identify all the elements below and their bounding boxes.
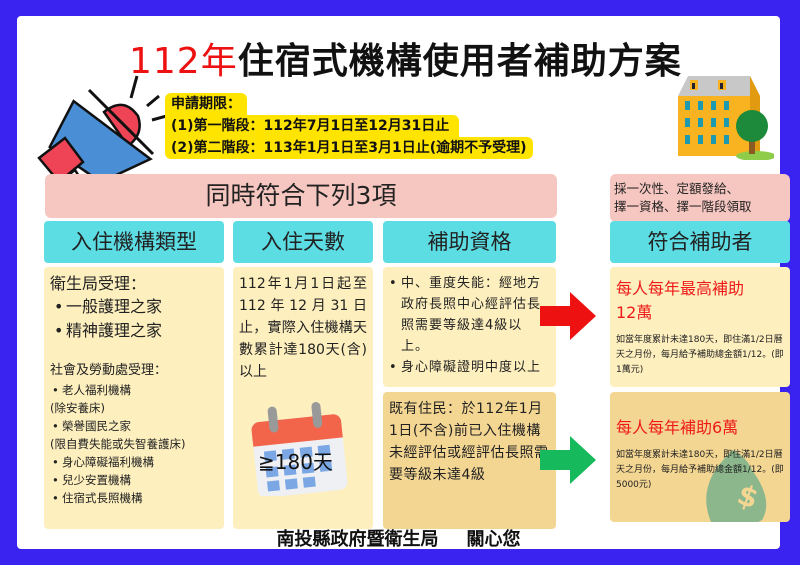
social-dept-label: 社會及勞動處受理： [50, 363, 168, 378]
requirements-banner: 同時符合下列3項 [45, 174, 557, 218]
list-item: 中、重度失能：經地方政府長照中心經評估長照需要等級達4級以上。 [389, 273, 550, 357]
list-item: 身心障礙證明中度以上 [389, 357, 550, 378]
period-phase1: (1)第一階段：112年7月1日至12月31日止 [165, 115, 460, 137]
tier2-detail: 如當年度累計未達180天，即住滿1/2日曆天之月份，每月給予補助總金額1/12。… [616, 450, 784, 490]
calendar-label: ≧180天 [258, 450, 333, 474]
payment-note: 採一次性、定額發給、 擇一資格、擇一階段領取 [610, 174, 790, 222]
list-item: 住宿式長照機構 [50, 489, 218, 507]
days-text: 112年1月1日起至112年12月31日止，實際入住機構天數累計達180天(含)… [239, 276, 367, 380]
note-line2: 擇一資格、擇一階段領取 [614, 199, 752, 214]
institution-type-panel: 衛生局受理： 一般護理之家 精神護理之家 社會及勞動處受理： 老人福利機構 (除… [44, 267, 224, 529]
existing-resident-text: 既有住民：於112年1月1日(不含)前已入住機構未經評估或經評估長照需要等級未達… [389, 401, 549, 483]
title-text: 住宿式機構使用者補助方案 [237, 41, 682, 82]
footer-message: 關心您 [466, 529, 521, 550]
title-year: 112年 [129, 41, 238, 82]
existing-resident-panel: 既有住民：於112年1月1日(不含)前已入住機構未經評估或經評估長照需要等級未達… [383, 392, 556, 529]
footer-org: 南投縣政府暨衛生局 [276, 529, 439, 550]
building-icon [678, 76, 774, 160]
header-days: 入住天數 [233, 221, 373, 263]
list-note: (除安養床) [50, 401, 105, 415]
note-line1: 採一次性、定額發給、 [614, 181, 740, 196]
header-institution-type: 入住機構類型 [44, 221, 224, 263]
list-item: 一般護理之家 [50, 295, 218, 319]
header-recipients: 符合補助者 [610, 221, 790, 263]
poster-card: 112年住宿式機構使用者補助方案 申請期限： (1)第一階段：112年7月1日至… [17, 16, 790, 550]
tier1-detail: 如當年度累計未達180天，即住滿1/2日曆天之月份，每月給予補助總金額1/12。… [616, 335, 784, 375]
list-item: 榮譽國民之家 [50, 417, 218, 435]
header-eligibility: 補助資格 [383, 221, 556, 263]
application-period: 申請期限： (1)第一階段：112年7月1日至12月31日止 (2)第二階段：1… [165, 93, 533, 159]
eligibility-panel: 中、重度失能：經地方政府長照中心經評估長照需要等級達4級以上。 身心障礙證明中度… [383, 267, 556, 387]
arrow-right-green-icon [540, 436, 596, 484]
list-item: 精神護理之家 [50, 319, 218, 343]
money-bag-icon: $ [706, 450, 767, 522]
health-bureau-label: 衛生局受理： [50, 274, 147, 293]
list-note: (限自費失能或失智養護床) [50, 437, 186, 451]
list-item: 身心障礙福利機構 [50, 453, 218, 471]
subsidy-tier2-panel: $ 每人每年補助6萬 如當年度累計未達180天，即住滿1/2日曆天之月份，每月給… [610, 392, 790, 522]
list-item: 老人福利機構 [50, 381, 218, 399]
subsidy-tier1-panel: 每人每年最高補助 12萬 如當年度累計未達180天，即住滿1/2日曆天之月份，每… [610, 267, 790, 387]
period-label: 申請期限： [165, 93, 247, 115]
footer: 南投縣政府暨衛生局 關心您 [17, 527, 780, 553]
arrow-right-red-icon [540, 292, 596, 340]
calendar-icon: ≧180天 [244, 396, 354, 496]
page-title: 112年住宿式機構使用者補助方案 [129, 40, 682, 84]
list-item: 兒少安置機構 [50, 471, 218, 489]
tier1-amount-line2: 12萬 [616, 303, 653, 322]
tier2-amount: 每人每年補助6萬 [616, 418, 739, 437]
tier1-amount-line1: 每人每年最高補助 [616, 279, 745, 298]
period-phase2: (2)第二階段：113年1月1日至3月1日止(逾期不予受理) [165, 137, 533, 159]
